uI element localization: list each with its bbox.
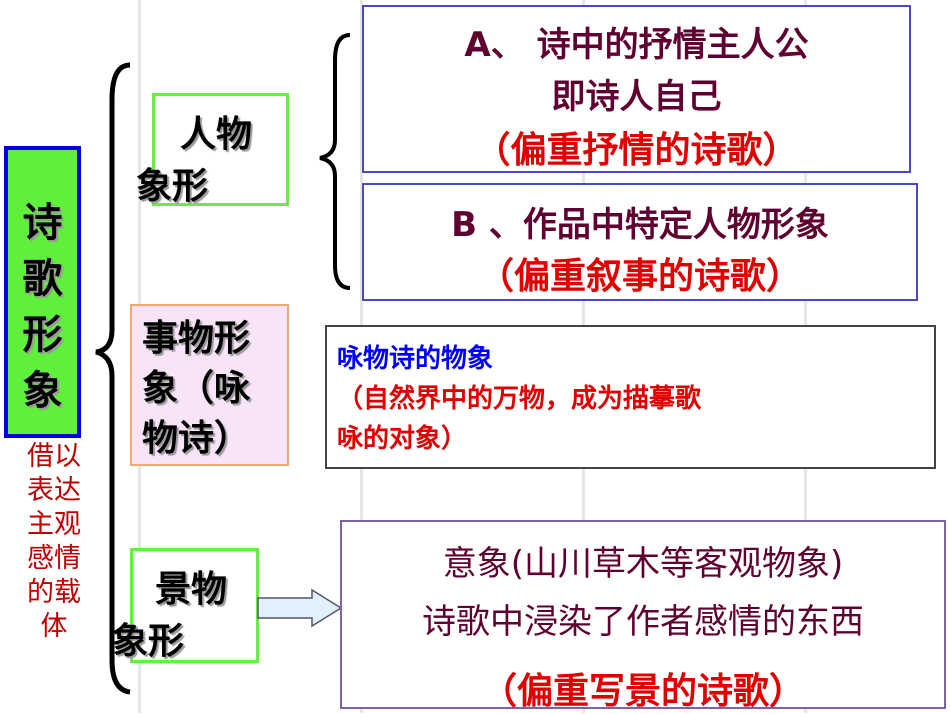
object-image-box: 事物形象（咏物诗）	[130, 304, 289, 466]
person-a-line2: 即诗人自己	[551, 77, 722, 117]
object-line2: （自然界中的万物，成为描摹歌	[337, 384, 702, 414]
person-image-box	[152, 93, 289, 206]
scene-desc-box: 意象(山川草木等客观物象) 诗歌中浸染了作者感情的东西 （偏重写景的诗歌）	[340, 520, 946, 712]
person-b-line2: （偏重叙事的诗歌）	[477, 256, 802, 297]
scene-label-1: 景物	[155, 569, 228, 610]
arrow-right-icon	[257, 588, 343, 628]
scene-line2: 诗歌中浸染了作者感情的东西	[422, 602, 864, 642]
person-label-1: 人物	[180, 114, 253, 155]
scene-line1: 意象(山川草木等客观物象)	[442, 544, 844, 584]
object-label: 事物形象（咏物诗）	[142, 318, 251, 459]
person-label-2: 象形	[136, 166, 209, 207]
person-a-line1: A、 诗中的抒情主人公	[464, 25, 809, 65]
object-desc-box: 咏物诗的物象 （自然界中的万物，成为描摹歌 咏的对象）	[325, 325, 936, 469]
root-node: 诗歌形象	[4, 146, 81, 438]
person-a-line3: （偏重抒情的诗歌）	[474, 130, 799, 171]
main-brace	[95, 62, 131, 695]
root-label: 诗歌形象	[22, 200, 63, 414]
person-brace	[319, 33, 351, 290]
scene-label-2: 象形	[112, 621, 185, 662]
person-a-box: A、 诗中的抒情主人公 即诗人自己 （偏重抒情的诗歌）	[362, 5, 911, 173]
object-line3: 咏的对象）	[337, 424, 468, 454]
scene-line3: （偏重写景的诗歌）	[480, 671, 805, 712]
person-b-line1: B 、作品中特定人物形象	[451, 205, 829, 245]
root-note: 借以表达主观感情的载体	[27, 441, 81, 642]
scene-image-box	[130, 548, 259, 663]
object-line1: 咏物诗的物象	[337, 344, 494, 374]
person-b-box: B 、作品中特定人物形象 （偏重叙事的诗歌）	[362, 183, 918, 301]
